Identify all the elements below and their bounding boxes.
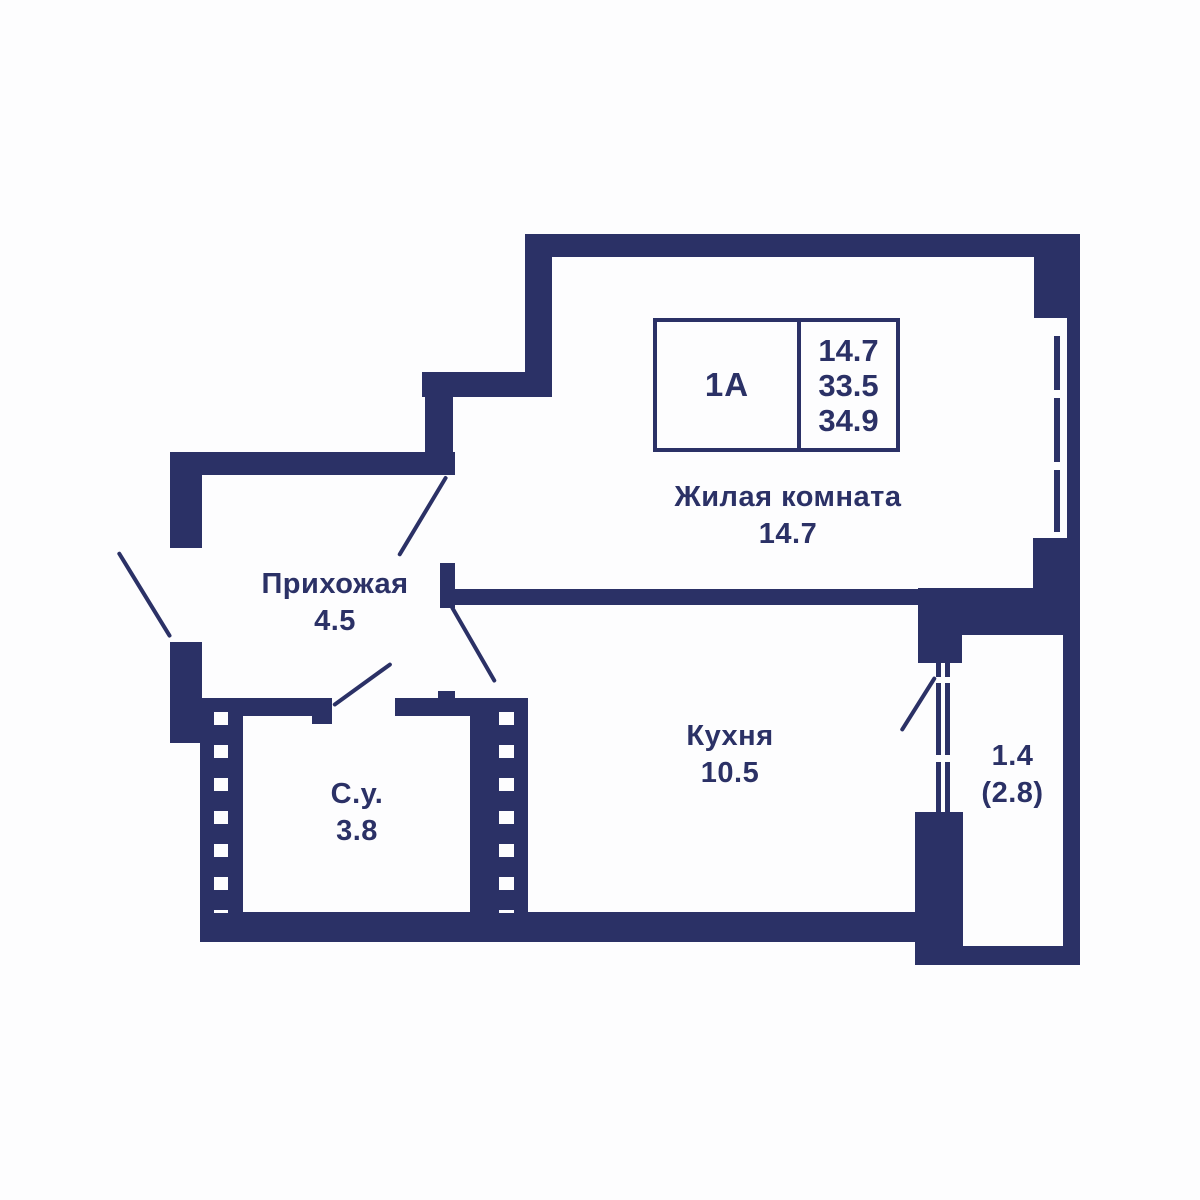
vent-shaft-dashes-left	[214, 712, 228, 913]
room-label-hallway: Прихожая 4.5	[215, 566, 455, 640]
room-label-kitchen: Кухня 10.5	[610, 718, 850, 792]
room-label-living: Жилая комната 14.7	[638, 479, 938, 553]
wall-hallway-top	[202, 452, 455, 475]
room-name: Жилая комната	[674, 481, 902, 513]
window-living-glazing	[1054, 470, 1060, 532]
unit-info-card: 1А 14.7 33.5 34.9	[653, 318, 900, 452]
wall-living-left	[525, 234, 552, 397]
wall-right-lower	[1033, 538, 1080, 588]
balcony-door-glazing	[945, 683, 950, 755]
wall-bathroom-door-jamb	[312, 698, 332, 724]
wall-right-upper	[1034, 234, 1080, 318]
wall-left-upper	[170, 452, 202, 548]
room-label-bathroom: С.у. 3.8	[267, 776, 447, 850]
balcony-door-glazing	[945, 762, 950, 812]
door-swing-hallway-living	[397, 475, 449, 558]
door-swing-entrance	[116, 551, 173, 639]
wall-balcony-pier-top	[918, 635, 962, 663]
room-area: 10.5	[700, 757, 760, 789]
room-area: 4.5	[314, 605, 356, 637]
wall-balcony-right	[1063, 635, 1080, 965]
wall-bathroom-top-left	[202, 698, 332, 716]
door-swing-balcony	[899, 675, 937, 733]
room-area: 1.4	[991, 740, 1034, 772]
room-area: 3.8	[336, 815, 378, 847]
window-living-glazing	[1054, 336, 1060, 390]
wall-top-outer	[525, 234, 1080, 257]
unit-area-living: 14.7	[818, 332, 879, 368]
unit-area-total: 34.9	[818, 402, 879, 438]
balcony-door-glazing	[936, 663, 941, 677]
window-living-outer-frame	[1067, 318, 1080, 538]
wall-balcony-bottom	[958, 946, 1080, 965]
unit-number: 1А	[704, 366, 750, 403]
wall-living-kitchen	[440, 589, 918, 605]
room-name: Прихожая	[261, 568, 409, 600]
door-swing-bathroom	[332, 661, 393, 708]
wall-balcony-top	[918, 588, 1080, 635]
wall-nub	[438, 691, 455, 699]
wall-bottom-outer	[200, 912, 915, 942]
room-name: Кухня	[686, 720, 774, 752]
window-living-glazing	[1054, 398, 1060, 462]
wall-left-lower	[170, 642, 202, 743]
vent-shaft-dashes-right	[499, 712, 514, 913]
room-name: С.у.	[330, 778, 384, 810]
balcony-door-glazing	[936, 683, 941, 755]
wall-balcony-pier-bottom	[915, 812, 963, 965]
wall-door-stub	[440, 563, 455, 608]
room-area-coeff: (2.8)	[981, 777, 1044, 809]
balcony-door-glazing	[936, 762, 941, 812]
balcony-door-glazing	[945, 663, 950, 677]
door-swing-hallway-kitchen	[449, 605, 497, 684]
unit-areas: 14.7 33.5 34.9	[797, 322, 896, 448]
room-label-balcony: 1.4 (2.8)	[961, 738, 1064, 812]
unit-area-no-balcony: 33.5	[818, 367, 879, 403]
room-area: 14.7	[758, 518, 818, 550]
